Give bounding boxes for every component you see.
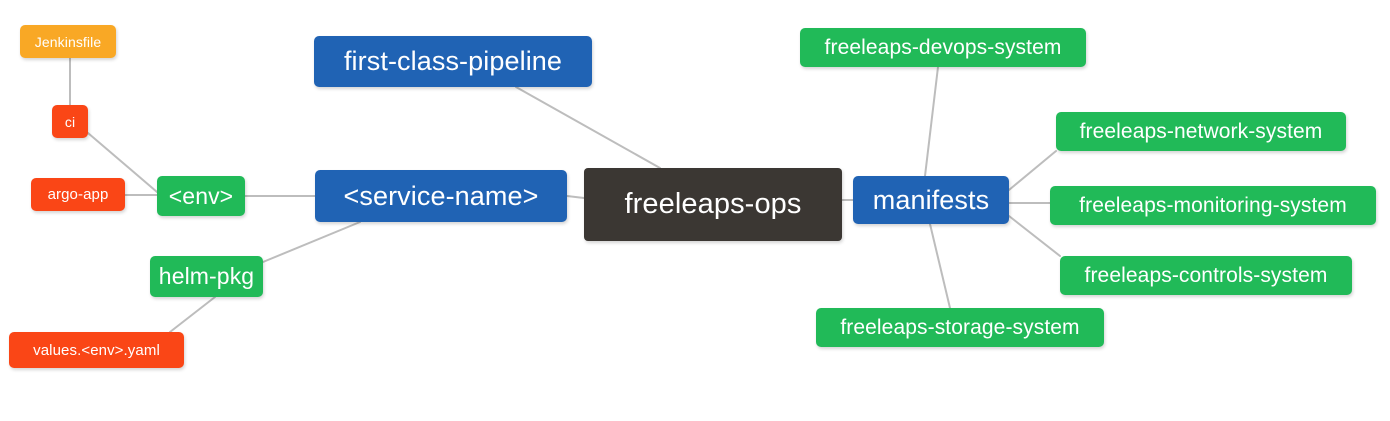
edge-network-to-manifests xyxy=(1008,150,1057,191)
edge-pipeline-to-freeleaps-ops xyxy=(515,86,661,169)
edge-helm-pkg-to-service-name xyxy=(262,221,361,263)
edge-storage-to-manifests xyxy=(929,223,951,309)
mindmap-node-network[interactable]: freeleaps-network-system xyxy=(1056,112,1346,151)
mindmap-node-monitoring[interactable]: freeleaps-monitoring-system xyxy=(1050,186,1376,225)
edge-controls-to-manifests xyxy=(1008,215,1061,257)
mindmap-node-env[interactable]: <env> xyxy=(157,176,245,216)
mindmap-node-values-yaml[interactable]: values.<env>.yaml xyxy=(9,332,184,368)
edge-service-name-to-freeleaps-ops xyxy=(566,195,585,199)
mindmap-node-pipeline[interactable]: first-class-pipeline xyxy=(314,36,592,87)
mindmap-node-manifests[interactable]: manifests xyxy=(853,176,1009,224)
mindmap-node-controls[interactable]: freeleaps-controls-system xyxy=(1060,256,1352,295)
edge-values-yaml-to-helm-pkg xyxy=(169,296,216,333)
mindmap-node-freeleaps-ops[interactable]: freeleaps-ops xyxy=(584,168,842,241)
mindmap-node-service-name[interactable]: <service-name> xyxy=(315,170,567,222)
mindmap-node-storage[interactable]: freeleaps-storage-system xyxy=(816,308,1104,347)
mindmap-node-helm-pkg[interactable]: helm-pkg xyxy=(150,256,263,297)
mindmap-node-ci[interactable]: ci xyxy=(52,105,88,138)
mindmap-node-devops[interactable]: freeleaps-devops-system xyxy=(800,28,1086,67)
mindmap-node-jenkinsfile[interactable]: Jenkinsfile xyxy=(20,25,116,58)
edge-devops-to-manifests xyxy=(924,66,939,177)
mindmap-node-argo-app[interactable]: argo-app xyxy=(31,178,125,211)
edge-ci-to-env xyxy=(87,132,158,193)
